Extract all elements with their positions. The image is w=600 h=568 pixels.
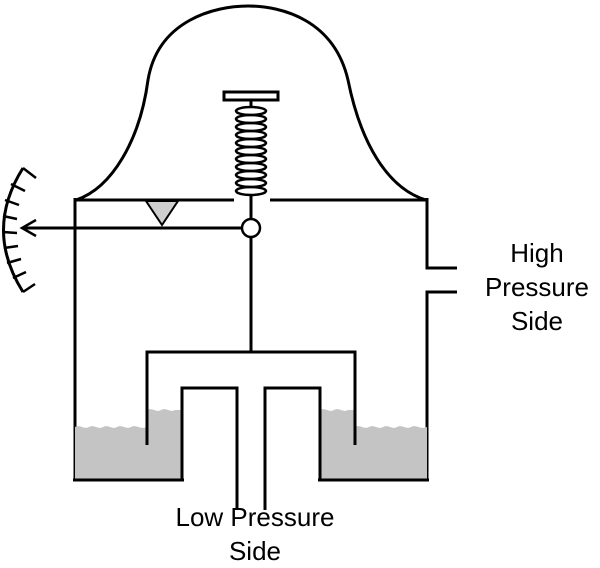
- high-pressure-label-line-2: Pressure: [484, 272, 590, 302]
- low-pressure-label-line-1: Low Pressure: [175, 502, 335, 532]
- low-pressure-label: Low Pressure Side: [135, 500, 375, 568]
- housing-right-wall: [425, 198, 457, 270]
- scale-ticks: [2, 167, 37, 294]
- bell-dome: [75, 4, 427, 202]
- high-pressure-label-line-1: High: [510, 238, 564, 268]
- liquid-left: [75, 409, 182, 480]
- high-pressure-label-line-3: Side: [510, 306, 564, 336]
- pivot-circle-icon: [240, 217, 262, 239]
- high-pressure-port: [425, 290, 457, 480]
- spring-cap: [222, 90, 280, 102]
- low-pressure-channel-right: [263, 386, 322, 510]
- spring-icon: [234, 105, 268, 197]
- liquid-right: [320, 409, 427, 480]
- high-pressure-label: High Pressure Side: [462, 236, 600, 338]
- low-pressure-channel-left: [180, 386, 239, 510]
- low-pressure-label-line-2: Side: [228, 536, 282, 566]
- pivot-triangle-icon: [144, 200, 180, 227]
- pointer-arrowhead-icon: [19, 218, 37, 238]
